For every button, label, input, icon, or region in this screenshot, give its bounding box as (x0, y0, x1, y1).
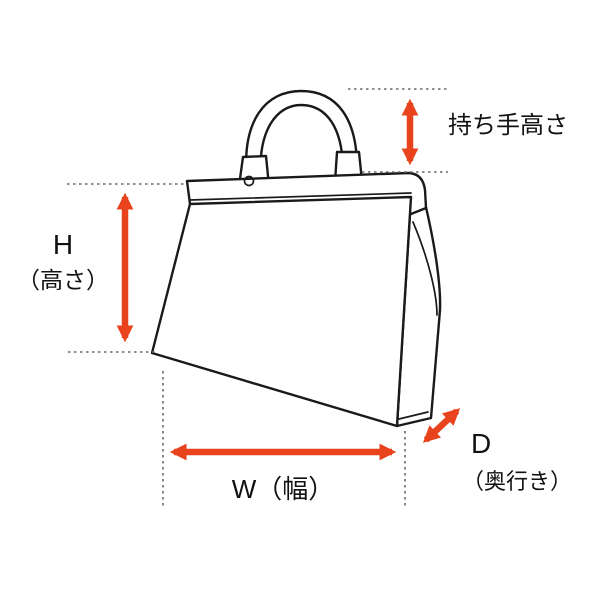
depth-label-letter: D (471, 428, 491, 459)
depth-arrow (422, 408, 461, 443)
frame-rivet (243, 175, 255, 187)
dimension-arrows (116, 98, 461, 461)
frame-inner-line (189, 192, 412, 201)
depth-label-paren: （奥行き） (462, 469, 572, 494)
bag-front-face (150, 195, 413, 428)
guide-lines (67, 88, 448, 506)
bag-illustration (150, 89, 442, 428)
handle-height-label: 持ち手高さ (448, 112, 568, 139)
dimension-labels: 持ち手高さ H （高さ） W（幅） D （奥行き） (17, 112, 572, 504)
height-label-letter: H (53, 229, 73, 260)
height-label-paren: （高さ） (17, 267, 109, 293)
gusset-crease (412, 221, 438, 316)
width-label: W（幅） (232, 474, 335, 504)
